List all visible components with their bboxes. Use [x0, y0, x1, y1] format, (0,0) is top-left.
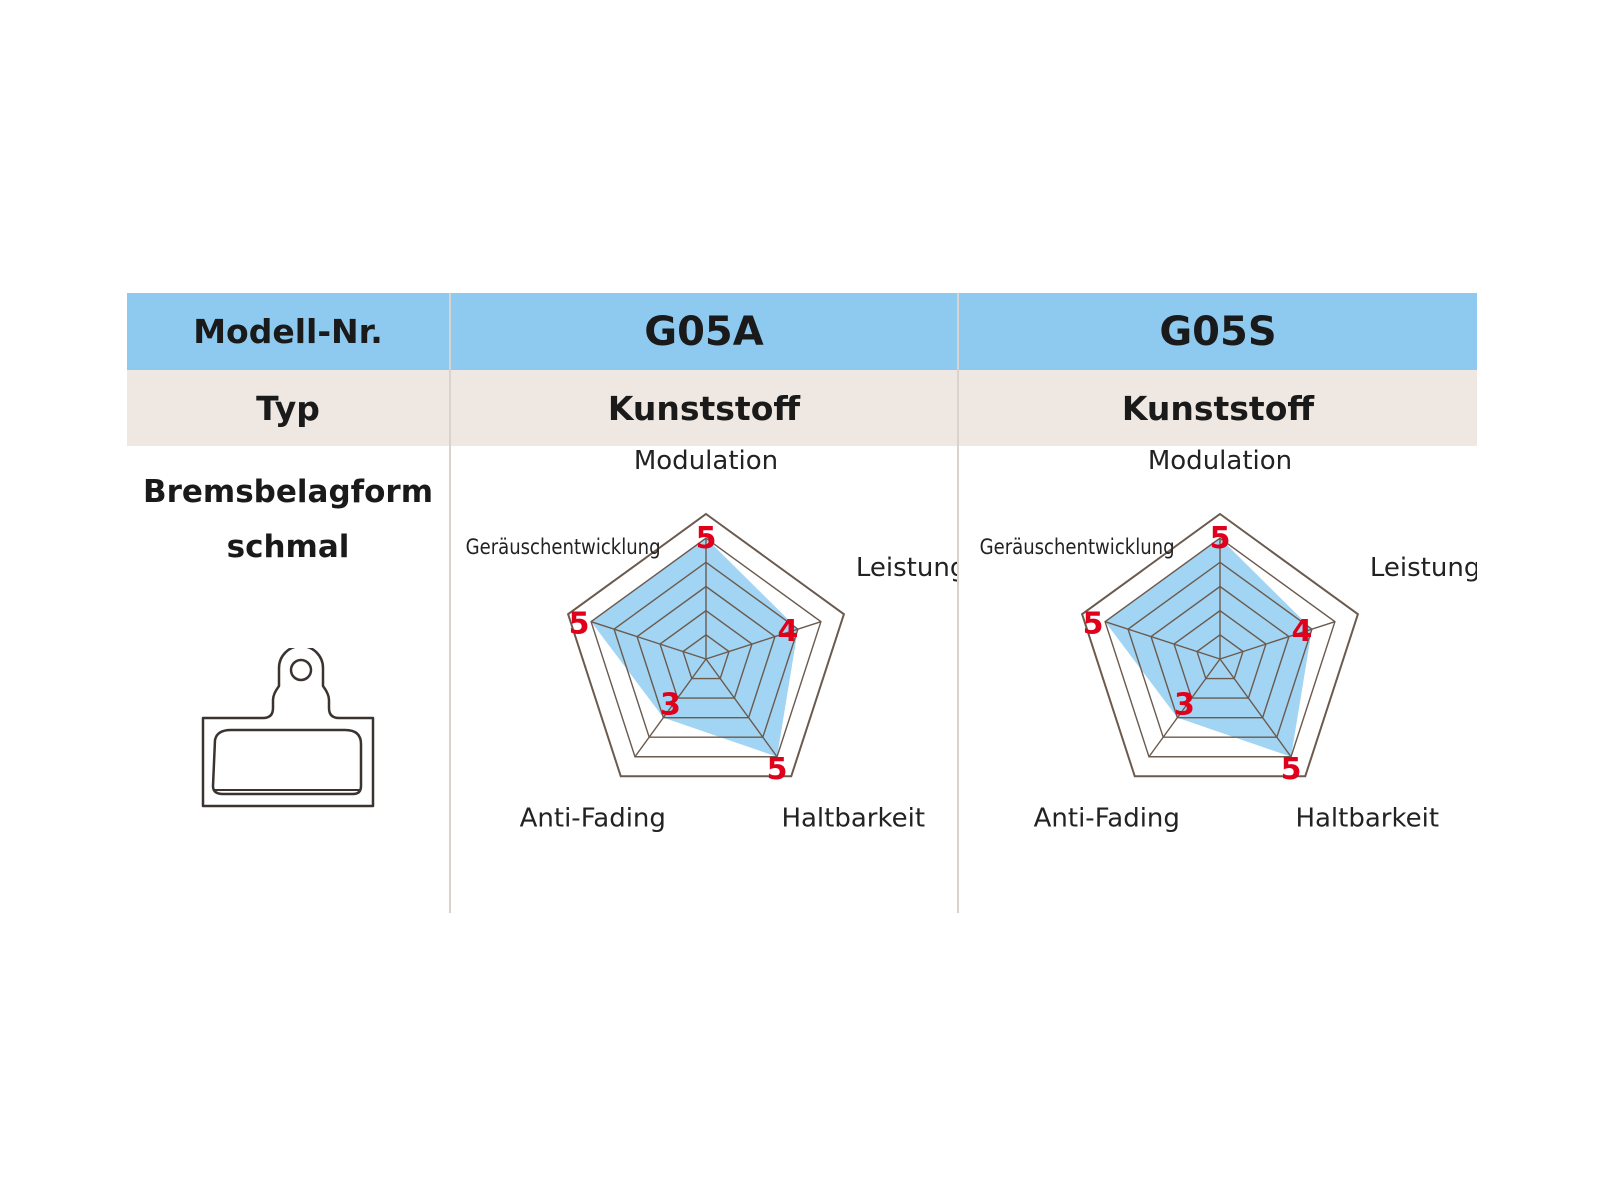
radar-grid-ring — [1150, 585, 1290, 719]
axis-label-anti-fading: Anti-Fading — [1034, 803, 1180, 833]
model-number-label: Modell-Nr. — [193, 312, 383, 351]
axis-label-leistung: Leistung — [856, 553, 957, 583]
value-label-geraeuschentwicklung: 5 — [569, 607, 590, 642]
column-divider — [449, 293, 451, 913]
brake-pad-icon — [201, 648, 375, 808]
type-label: Typ — [256, 388, 320, 428]
radar-grid — [1104, 537, 1336, 758]
pad-form-label-line1: Bremsbelagform — [142, 474, 434, 510]
axis-label-leistung: Leistung — [1370, 553, 1477, 583]
radar-outer-ring — [1080, 512, 1360, 778]
radar-spoke — [1104, 620, 1221, 660]
model-name-g05s: G05S — [1159, 308, 1277, 355]
radar-chart-g05a: Modulation Leistung Haltbarkeit Anti-Fad… — [466, 446, 957, 833]
radar-spoke — [1219, 620, 1336, 660]
radar-area — [1105, 538, 1312, 757]
radar-grid-ring — [682, 633, 730, 680]
type-row — [127, 370, 1477, 446]
value-label-haltbarkeit: 5 — [1281, 752, 1302, 787]
value-label-leistung: 4 — [1291, 614, 1312, 649]
type-value-g05s: Kunststoff — [1121, 388, 1315, 428]
radar-grid-ring — [636, 585, 776, 719]
comparison-table: Modell-Nr. G05A G05S Typ Kunststoff Kuns… — [127, 293, 1477, 913]
radar-outline — [566, 512, 846, 778]
axis-label-haltbarkeit: Haltbarkeit — [1295, 803, 1439, 833]
value-label-haltbarkeit: 5 — [767, 752, 788, 787]
axis-label-geraeuschentwicklung: Geräuschentwicklung — [980, 535, 1175, 560]
radar-grid — [590, 537, 822, 758]
value-label-modulation: 5 — [696, 521, 717, 556]
radar-spoke — [1219, 658, 1292, 758]
radar-outline — [1080, 512, 1360, 778]
value-label-geraeuschentwicklung: 5 — [1083, 607, 1104, 642]
pad-form-label: Bremsbelagform schmal — [127, 465, 449, 575]
axis-label-anti-fading: Anti-Fading — [520, 803, 666, 833]
value-label-anti-fading: 3 — [660, 688, 681, 723]
header-row — [127, 293, 1477, 370]
radar-area — [591, 538, 798, 757]
model-name-g05a: G05A — [644, 308, 764, 355]
value-label-modulation: 5 — [1210, 521, 1231, 556]
radar-grid-ring — [1104, 537, 1336, 758]
radar-grid-ring — [1127, 561, 1313, 738]
radar-grid-ring — [659, 609, 753, 699]
pad-form-label-line2: schmal — [226, 529, 350, 565]
radar-outer-ring — [566, 512, 846, 778]
radar-grid-ring — [1196, 633, 1244, 680]
axis-label-haltbarkeit: Haltbarkeit — [781, 803, 925, 833]
radar-spoke — [590, 620, 707, 660]
radar-spoke — [634, 658, 707, 758]
value-label-anti-fading: 3 — [1174, 688, 1195, 723]
radar-grid-ring — [1173, 609, 1267, 699]
radar-spoke — [705, 620, 822, 660]
value-label-leistung: 4 — [777, 614, 798, 649]
radar-spoke — [705, 658, 778, 758]
radar-spoke — [1148, 658, 1221, 758]
axis-label-modulation: Modulation — [1148, 446, 1292, 476]
axis-label-modulation: Modulation — [634, 446, 778, 476]
type-value-g05a: Kunststoff — [607, 388, 801, 428]
axis-label-geraeuschentwicklung: Geräuschentwicklung — [466, 535, 661, 560]
column-divider — [957, 293, 959, 913]
radar-grid-ring — [613, 561, 799, 738]
radar-chart-g05s: Modulation Leistung Haltbarkeit Anti-Fad… — [980, 446, 1477, 833]
radar-grid-ring — [590, 537, 822, 758]
